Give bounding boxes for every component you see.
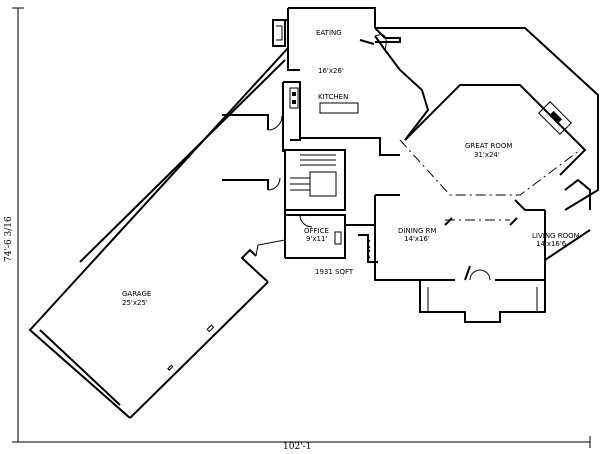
garage-passage bbox=[222, 114, 283, 191]
great-room-walls bbox=[359, 27, 599, 211]
kitchen-label: KITCHEN bbox=[318, 93, 348, 101]
depth-dimension: 74'-6 3/16 bbox=[4, 216, 14, 262]
area-label: 1931 SQFT bbox=[315, 268, 354, 276]
dining-size: 14'x16' bbox=[404, 235, 430, 243]
living-label: LIVING ROOM bbox=[532, 232, 580, 240]
office-label: OFFICE bbox=[304, 227, 329, 235]
great-room-size: 31'x24' bbox=[474, 151, 500, 159]
garage-size: 25'x25' bbox=[122, 299, 148, 307]
dining-label: DINING RM bbox=[398, 227, 437, 235]
great-room-label: GREAT ROOM bbox=[465, 142, 512, 150]
living-size: 14'x16'6 bbox=[536, 240, 567, 248]
stairs-hall bbox=[284, 149, 378, 263]
dining-living-walls bbox=[374, 178, 591, 323]
garage-walls bbox=[28, 47, 289, 419]
dimension-lines bbox=[12, 7, 591, 448]
kitchen-eating-walls bbox=[272, 7, 430, 156]
garage-label: GARAGE bbox=[122, 290, 151, 298]
width-dimension: 102'-1 bbox=[283, 442, 311, 452]
office-size: 9'x11' bbox=[306, 235, 327, 243]
eating-size: 16'x26' bbox=[318, 67, 344, 75]
eating-label: EATING bbox=[316, 29, 342, 37]
